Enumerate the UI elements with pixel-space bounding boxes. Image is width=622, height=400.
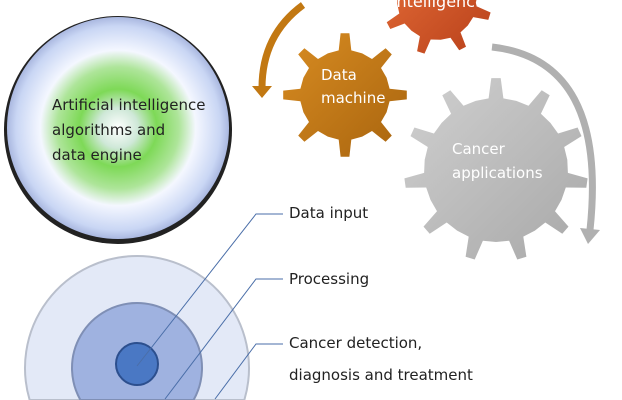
gray-curved-arrow	[491, 43, 596, 231]
gray-arrowhead-icon	[580, 228, 600, 244]
cancer-applications-label-line1: Cancer	[452, 140, 505, 158]
data-machine-label-line1: Data	[321, 66, 357, 84]
data-machine-label-line2: machine	[321, 89, 386, 107]
data-input-label: Data input	[289, 204, 369, 222]
ai-label-line3: data engine	[52, 146, 142, 164]
cancer-applications-gear	[404, 78, 588, 260]
data-input-leader	[136, 213, 283, 367]
intelligence-gear	[386, 0, 491, 54]
intelligence-gear-label: intelligence	[392, 0, 485, 11]
ai-label-line2: algorithms and	[52, 121, 166, 139]
processing-label: Processing	[289, 270, 370, 288]
processing-leader	[164, 278, 283, 400]
orange-curved-arrow	[258, 2, 306, 89]
ai-label-line1: Artificial intelligence	[52, 96, 206, 114]
cancer-detection-label-line2: diagnosis and treatment	[289, 366, 473, 384]
data-machine-gear	[283, 33, 407, 157]
data-input-core-circle	[115, 342, 159, 386]
cancer-detection-label-line1: Cancer detection,	[289, 334, 423, 352]
orange-arrowhead-icon	[252, 86, 272, 98]
cancer-applications-label-line2: applications	[452, 164, 543, 182]
cancer-detection-leader	[214, 343, 283, 400]
ai-circle	[7, 17, 229, 239]
